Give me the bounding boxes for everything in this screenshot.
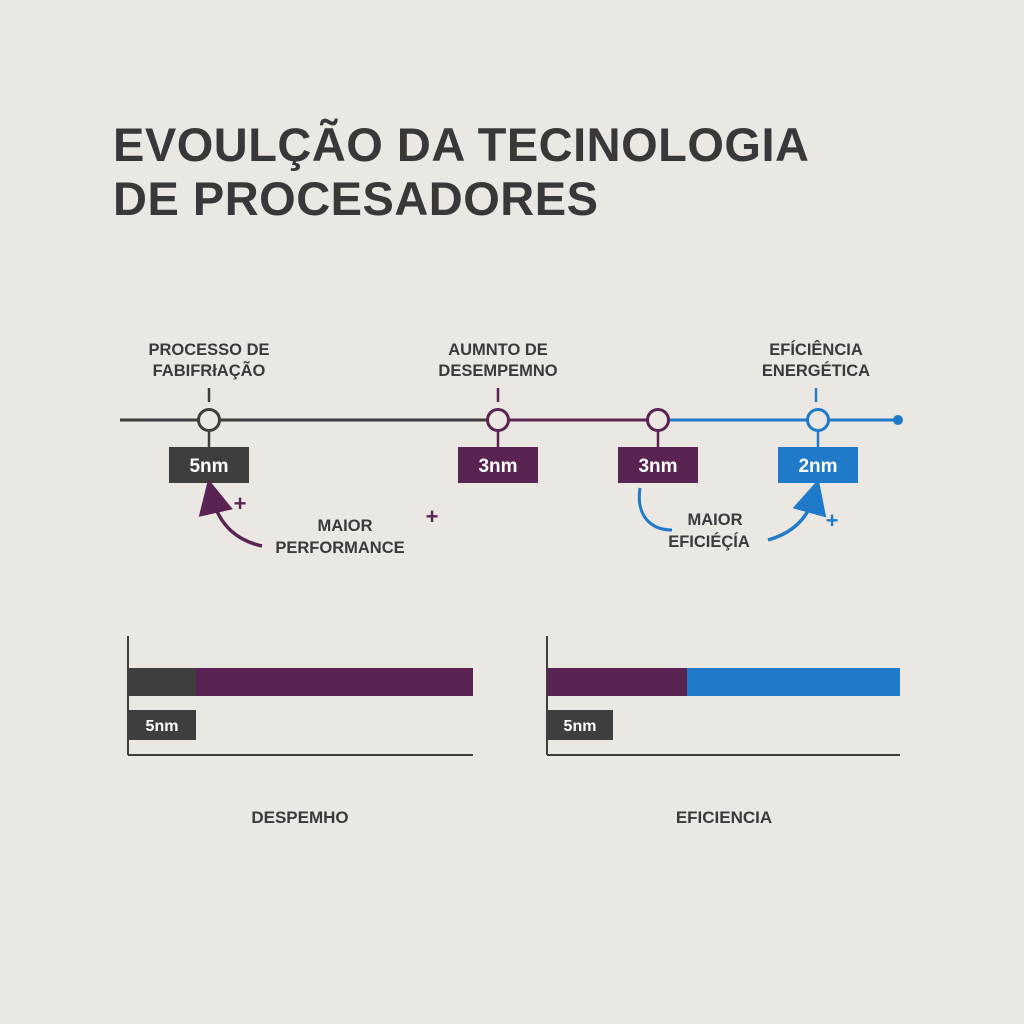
annotation-performance-line2: PERFORMANCE [275, 539, 404, 557]
right-panel-caption: EFICIENCIA [676, 808, 772, 827]
node-tag-1-box [169, 447, 249, 483]
left-panel-caption: DESPEMHO [251, 808, 348, 827]
right-bar-blue-segment [687, 668, 900, 696]
stage-label-efficiency-line2: ENERGÉTICA [762, 361, 870, 380]
node-tag-3: 3nm [638, 456, 677, 477]
stage-label-performance-line2: DESEMPEMNO [438, 362, 557, 380]
node-tag-2-box [458, 447, 538, 483]
title-line-2: DE PROCESADORES [113, 172, 599, 225]
annotation-efficiency-line1: MAIOR [688, 511, 743, 529]
node-tag-3-box [618, 447, 698, 483]
right-bar-purple-segment [547, 668, 687, 696]
stage-label-efficiency-line1: EFÍCIÊNCIA [769, 340, 863, 359]
stage-label-fabrication-line1: PROCESSO DE [148, 341, 269, 359]
plus-icon-right: + [826, 508, 839, 533]
right-bar-tag: 5nm [564, 718, 597, 735]
node-tag-4: 2nm [798, 456, 837, 477]
timeline-node-2 [486, 408, 510, 432]
stage-label-performance-line1: AUMNTO DE [448, 341, 548, 359]
left-bar-purple-segment [196, 668, 473, 696]
left-bar-dark-segment [128, 668, 196, 696]
right-bar-tag-box [547, 710, 613, 740]
timeline-node-3 [646, 408, 670, 432]
plus-icon-left-b: + [426, 504, 439, 529]
timeline-node-4 [806, 408, 830, 432]
efficiency-arrow [767, 479, 827, 542]
plus-icon-left-a: + [234, 491, 247, 516]
left-bar-tag: 5nm [146, 718, 179, 735]
timeline-end-dot [893, 415, 903, 425]
annotation-performance-line1: MAIOR [318, 517, 373, 535]
performance-arrow [198, 478, 263, 548]
left-bar-tag-box [128, 710, 196, 740]
annotation-efficiency-line2: EFICIÉÇÍA [668, 532, 750, 551]
timeline-node-1 [197, 408, 221, 432]
efficiency-bracket [637, 487, 673, 532]
node-tag-1: 5nm [189, 456, 228, 477]
page-title: EVOULÇÃO DA TECINOLOGIA DE PROCESADORES [113, 118, 810, 226]
title-line-1: EVOULÇÃO DA TECINOLOGIA [113, 118, 810, 171]
stage-label-fabrication-line2: FABIFRłAÇÃO [153, 360, 266, 380]
node-tag-2: 3nm [478, 456, 517, 477]
node-tag-4-box [778, 447, 858, 483]
